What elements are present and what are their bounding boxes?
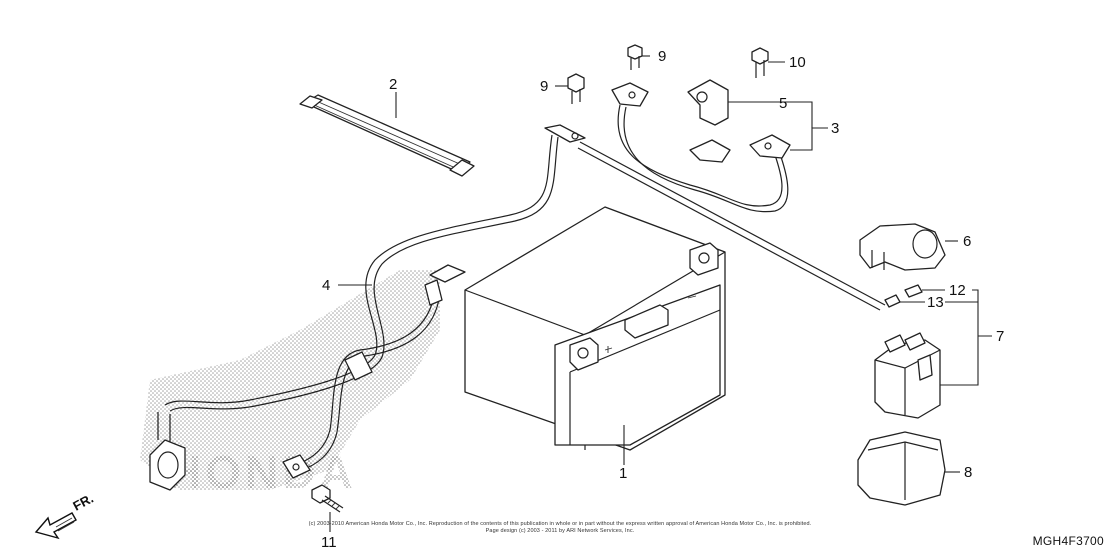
callout-leaders	[329, 55, 992, 532]
callout-3: 3	[831, 120, 839, 137]
callout-1: 1	[619, 465, 627, 482]
relay-cable-part[interactable]	[577, 141, 886, 311]
diagram-code: MGH4F3700	[1032, 534, 1104, 548]
copyright-line-1: (c) 2003-2010 American Honda Motor Co., …	[308, 521, 812, 527]
battery-strap-part[interactable]	[299, 94, 475, 177]
front-direction-label: FR.	[70, 491, 96, 514]
negative-cable-part[interactable]	[149, 124, 586, 491]
bolt-11-part[interactable]	[311, 484, 344, 513]
relay-cover-6-part[interactable]	[859, 223, 946, 271]
copyright-notice: (c) 2003-2010 American Honda Motor Co., …	[300, 521, 820, 535]
callout-2: 2	[389, 76, 397, 93]
callout-9-top: 9	[658, 48, 666, 65]
terminal-cover-5-part[interactable]	[687, 79, 729, 126]
fuse-12-part[interactable]	[904, 284, 923, 298]
fuse-13-part[interactable]	[884, 294, 901, 308]
starter-cable-part[interactable]	[611, 82, 789, 213]
callout-10: 10	[789, 54, 806, 71]
copyright-line-2: Page design (c) 2003 - 2011 by ARI Netwo…	[485, 528, 635, 534]
callout-11: 11	[321, 534, 337, 551]
starter-relay-7-part[interactable]	[874, 332, 941, 419]
bolt-10-part[interactable]	[751, 47, 769, 78]
bolt-9-top-part[interactable]	[627, 44, 643, 70]
battery-part[interactable]	[464, 206, 726, 451]
callout-13: 13	[927, 294, 944, 311]
callout-7: 7	[996, 328, 1004, 345]
callout-9-left: 9	[540, 78, 548, 95]
relay-boot-8-part[interactable]	[857, 431, 946, 506]
callout-8: 8	[964, 464, 972, 481]
bolt-9-left-part[interactable]	[567, 73, 585, 104]
ground-wire-part[interactable]	[282, 264, 466, 479]
terminal-cover-5b-part[interactable]	[689, 134, 791, 163]
front-direction-arrow-icon	[34, 512, 77, 540]
callout-4: 4	[322, 277, 330, 294]
callout-12: 12	[949, 282, 966, 299]
dotted-frame-shadow	[140, 270, 440, 490]
callout-6: 6	[963, 233, 971, 250]
callout-5: 5	[779, 95, 787, 112]
